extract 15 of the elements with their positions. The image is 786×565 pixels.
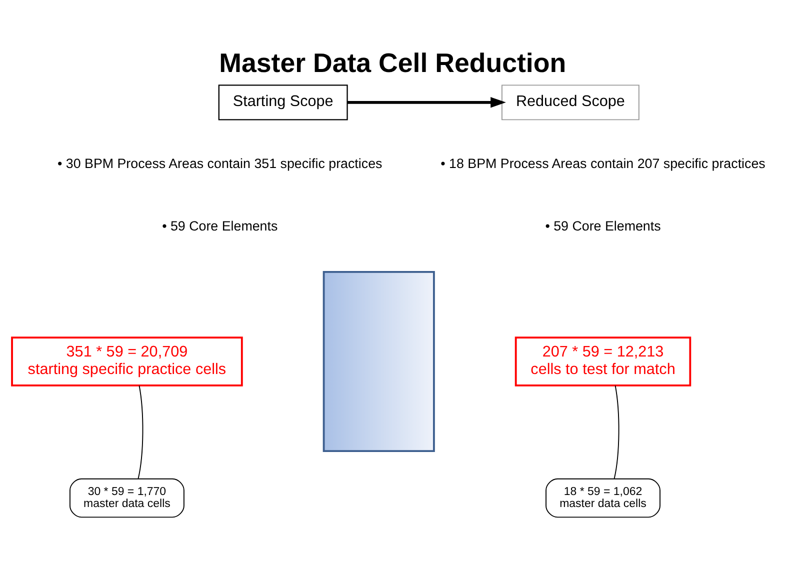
node-trapezoid	[322, 271, 435, 452]
arrow	[347, 97, 506, 108]
node-box: 351 * 59 = 20,709 starting specific practice cells	[11, 336, 243, 386]
label: • 59 Core Elements	[545, 218, 661, 234]
diagram-title: Master Data Cell Reduction	[219, 48, 566, 78]
node-box: 207 * 59 = 12,213 cells to test for match	[514, 336, 692, 386]
label: • 18 BPM Process Areas contain 207 specific practices	[440, 156, 766, 172]
connector	[614, 385, 620, 480]
connector	[138, 385, 144, 480]
node-box: 18 * 59 = 1,062 master data cells	[546, 478, 660, 518]
node-box: Reduced Scope	[501, 84, 640, 120]
label: • 30 BPM Process Areas contain 351 specific practices	[58, 156, 382, 172]
node-box: Starting Scope	[218, 84, 348, 120]
node-box: 30 * 59 = 1,770 master data cells	[70, 478, 184, 518]
label: • 59 Core Elements	[162, 218, 278, 234]
